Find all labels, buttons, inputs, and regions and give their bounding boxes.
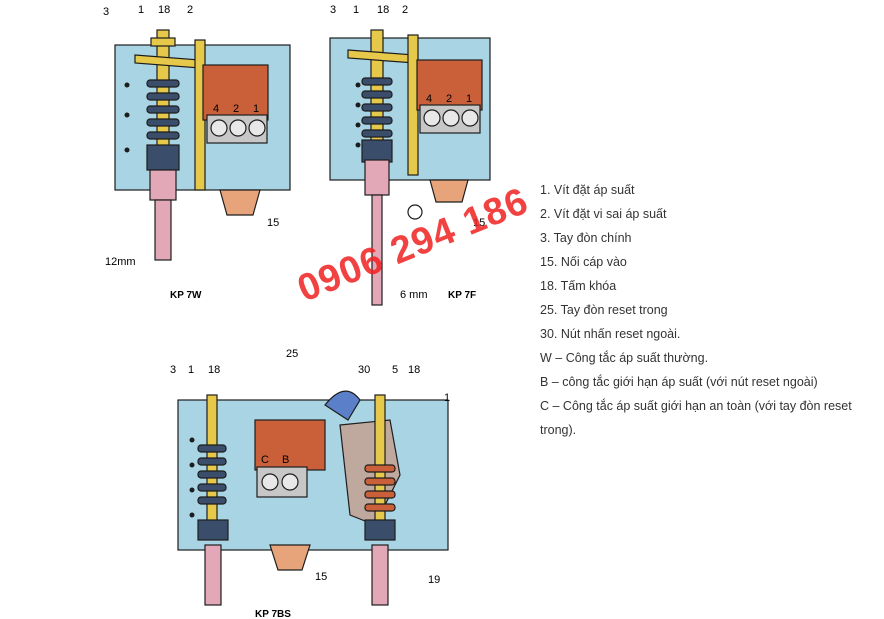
legend-item: W – Công tắc áp suất thường.: [540, 351, 709, 365]
legend-item: 30. Nút nhấn reset ngoài.: [540, 327, 681, 341]
kp7w-terminal-4: 4: [213, 103, 219, 115]
kp7w-callout-15: 15: [267, 217, 279, 229]
kp7w-main-spring: [146, 79, 180, 140]
kp7bs-right-spring: [364, 464, 396, 512]
kp7f-main-spring: [361, 77, 393, 138]
kp7bs-right-connector: [371, 544, 389, 606]
legend-item: C – Công tắc áp suất giới hạn an toàn (v…: [540, 399, 852, 437]
legend-item: 2. Vít đặt vi sai áp suất: [540, 207, 667, 221]
kp7f-callout-2: 2: [402, 4, 408, 16]
kp7f-terminal-4: 4: [426, 93, 432, 105]
kp7w-callout-1: 1: [138, 4, 144, 16]
kp7w-terminal-2: 2: [233, 103, 239, 115]
kp7f-model-label: KP 7F: [448, 290, 476, 301]
legend: 1. Vít đặt áp suất 2. Vít đặt vi sai áp …: [540, 178, 880, 442]
kp7w-connector: [154, 199, 172, 261]
kp7f-callout-18: 18: [377, 4, 389, 16]
kp7bs-callout-5: 5: [392, 364, 398, 376]
kp7w-diagram: 3 1 18 2 4 2 1 15 12mm KP 7W: [103, 4, 291, 301]
kp7bs-callout-1-right: 1: [444, 392, 450, 404]
kp7f-callout-6mm: 6 mm: [400, 289, 428, 301]
kp7w-terminal-1: 1: [253, 103, 259, 115]
kp7bs-switch-c: C: [261, 454, 269, 466]
kp7bs-callout-15: 15: [315, 571, 327, 583]
kp7bs-callout-3: 3: [170, 364, 176, 376]
kp7bs-left-spring: [197, 444, 227, 505]
kp7f-diagram: 3 1 18 2 4 2 1 15 6 mm KP 7F: [329, 4, 491, 306]
kp7bs-callout-30: 30: [358, 364, 370, 376]
kp7bs-reset-button: [324, 390, 361, 421]
kp7w-callout-12mm: 12mm: [105, 256, 136, 268]
legend-item: 15. Nối cáp vào: [540, 255, 627, 269]
kp7f-terminal-1: 1: [466, 93, 472, 105]
legend-item: 1. Vít đặt áp suất: [540, 183, 635, 197]
kp7bs-left-connector: [204, 544, 222, 606]
kp7f-cable-entry: [429, 179, 469, 203]
kp7bs-callout-18: 18: [208, 364, 220, 376]
kp7bs-model-label: KP 7BS: [255, 609, 291, 619]
kp7w-callout-2: 2: [187, 4, 193, 16]
kp7f-capillary-tube: [371, 194, 383, 306]
kp7f-callout-15: 15: [473, 217, 485, 229]
kp7bs-callout-19: 19: [428, 574, 440, 586]
kp7bs-callout-1: 1: [188, 364, 194, 376]
legend-item: B – công tắc giới hạn áp suất (với nút r…: [540, 375, 818, 389]
kp7bs-callout-18-right: 18: [408, 364, 420, 376]
kp7bs-callout-25: 25: [286, 348, 298, 360]
legend-item: 18. Tấm khóa: [540, 279, 617, 293]
kp7bs-diagram: 3 1 18 25 30 5 18 1 C B 15 19 KP 7BS: [170, 348, 450, 619]
kp7bs-switch-b: B: [282, 454, 289, 466]
kp7w-model-label: KP 7W: [170, 290, 202, 301]
kp7w-cable-entry: [219, 189, 261, 216]
kp7w-callout-3: 3: [103, 6, 109, 18]
kp7f-callout-1: 1: [353, 4, 359, 16]
kp7bs-cable-entry: [269, 544, 311, 571]
kp7bs-switch-block: [254, 419, 326, 471]
kp7f-bellows: [361, 139, 393, 163]
kp7w-callout-18: 18: [158, 4, 170, 16]
kp7w-bellows: [146, 144, 180, 171]
kp7f-callout-3: 3: [330, 4, 336, 16]
kp7f-terminal-2: 2: [446, 93, 452, 105]
legend-item: 3. Tay đòn chính: [540, 231, 632, 245]
legend-item: 25. Tay đòn reset trong: [540, 303, 668, 317]
kp7f-ground-symbol: [407, 204, 423, 220]
